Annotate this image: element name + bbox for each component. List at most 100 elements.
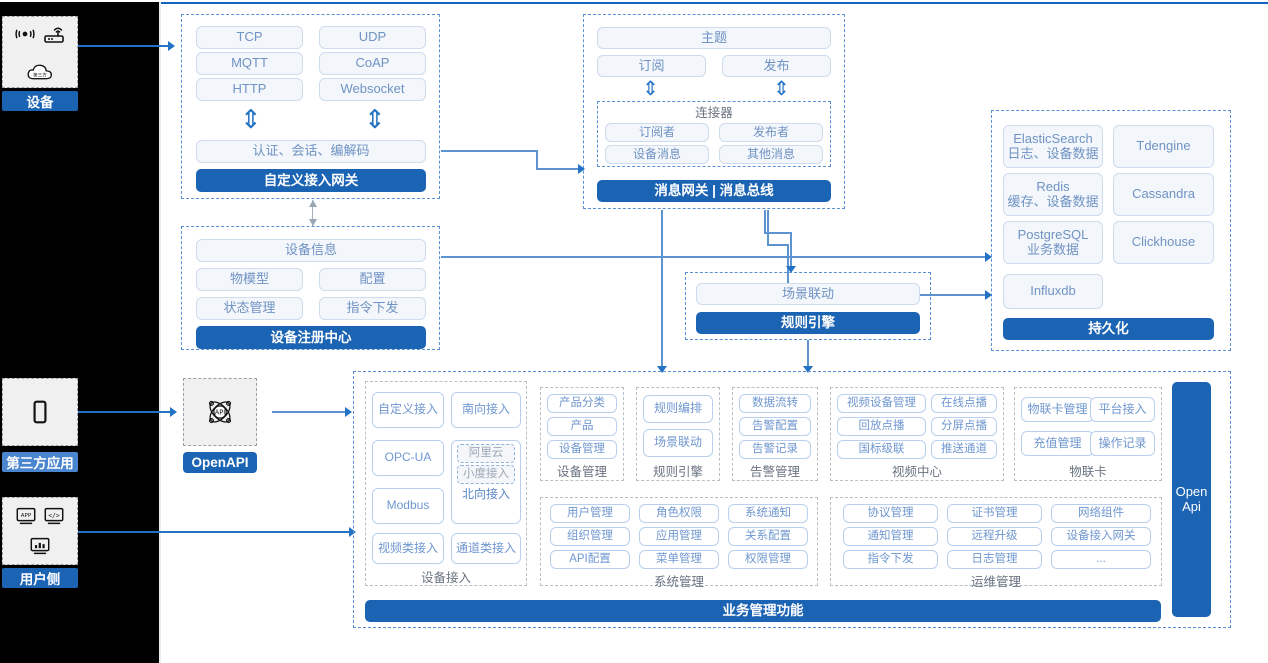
store-chip-cassandra[interactable]: Cassandra	[1113, 173, 1214, 216]
publish-chip[interactable]: 发布	[722, 55, 831, 77]
protocol-chip-tcp[interactable]: TCP	[196, 26, 303, 49]
rule-engine-footer-bar[interactable]: 规则引擎	[696, 312, 920, 334]
store-chip-postgresql[interactable]: PostgreSQL 业务数据	[1003, 221, 1103, 264]
persistence-footer-bar[interactable]: 持久化	[1003, 318, 1214, 340]
device-access-chip-xiaodu[interactable]: 小度接入	[457, 465, 515, 484]
business-footer-bar[interactable]: 业务管理功能	[365, 600, 1161, 622]
rule-engine-group	[685, 272, 931, 340]
rule-engine-chip-scene[interactable]: 场景联动	[643, 429, 713, 457]
store-chip-redis[interactable]: Redis 缓存、设备数据	[1003, 173, 1103, 216]
protocol-chip-coap[interactable]: CoAP	[319, 52, 426, 75]
device-access-chip-channel[interactable]: 通道类接入	[451, 533, 521, 564]
store-chip-clickhouse[interactable]: Clickhouse	[1113, 221, 1214, 264]
iot-card-chip-management[interactable]: 物联卡管理	[1021, 397, 1094, 422]
connector-chip-device-message[interactable]: 设备消息	[605, 145, 709, 164]
connector-chip-subscriber[interactable]: 订阅者	[605, 123, 709, 142]
open-api-side-bar[interactable]: Open Api	[1172, 382, 1211, 617]
store-chip-influxdb[interactable]: Influxdb	[1003, 274, 1103, 309]
device-access-chip-aliyun[interactable]: 阿里云	[457, 444, 515, 463]
protocol-chip-udp[interactable]: UDP	[319, 26, 426, 49]
video-chip-push-channel[interactable]: 推送通道	[931, 440, 997, 459]
ops-chip-remote-upgrade[interactable]: 远程升级	[947, 527, 1042, 546]
rule-engine-scene-chip[interactable]: 场景联动	[696, 283, 920, 305]
device-management-chip-product-category[interactable]: 产品分类	[547, 394, 617, 413]
device-access-chip-video[interactable]: 视频类接入	[372, 533, 444, 564]
store-chip-tdengine[interactable]: Tdengine	[1113, 125, 1214, 168]
device-management-chip-product[interactable]: 产品	[547, 417, 617, 436]
registry-chip-command-dispatch[interactable]: 指令下发	[319, 297, 426, 320]
ops-chip-more[interactable]: ...	[1051, 550, 1151, 569]
line-gateway-to-bus-v	[536, 150, 538, 170]
connector-chip-publisher[interactable]: 发布者	[719, 123, 823, 142]
message-bus-footer-bar[interactable]: 消息网关 | 消息总线	[597, 180, 831, 202]
device-access-caption: 设备接入	[420, 570, 471, 585]
gateway-middle-chip[interactable]: 认证、会话、编解码	[196, 140, 426, 163]
device-access-northbound-wrapper[interactable]: 阿里云 小度接入 北向接入	[451, 440, 521, 524]
registry-chip-config[interactable]: 配置	[319, 268, 426, 291]
connector-chip-other-message[interactable]: 其他消息	[719, 145, 823, 164]
system-chip-permission-management[interactable]: 权限管理	[728, 550, 808, 569]
video-chip-online-vod[interactable]: 在线点播	[931, 394, 997, 413]
openapi-node-box: API	[183, 378, 257, 446]
ops-management-group	[830, 497, 1162, 586]
video-chip-device-management[interactable]: 视频设备管理	[837, 394, 926, 413]
ops-chip-device-access-gateway[interactable]: 设备接入网关	[1051, 527, 1151, 546]
app-window-icon: APP	[16, 507, 36, 525]
alarm-chip-record[interactable]: 告警记录	[739, 440, 811, 459]
video-chip-gb-cascade[interactable]: 国标级联	[837, 440, 926, 459]
arrow-head-registry-to-persistence	[985, 252, 992, 262]
iot-card-chip-recharge[interactable]: 充值管理	[1021, 431, 1094, 456]
system-chip-menu-management[interactable]: 菜单管理	[639, 550, 719, 569]
updown-arrow-subscribe: ⇕	[642, 78, 659, 100]
subscribe-chip[interactable]: 订阅	[597, 55, 706, 77]
ops-chip-certificate-management[interactable]: 证书管理	[947, 504, 1042, 523]
system-management-caption: 系统管理	[653, 574, 704, 589]
svg-text:</>: </>	[48, 511, 60, 519]
video-chip-split-screen[interactable]: 分屏点播	[931, 417, 997, 436]
rule-engine-chip-orchestration[interactable]: 规则编排	[643, 395, 713, 423]
system-chip-role-permission[interactable]: 角色权限	[639, 504, 719, 523]
gateway-footer-bar[interactable]: 自定义接入网关	[196, 169, 426, 192]
registry-header-chip[interactable]: 设备信息	[196, 239, 426, 262]
alarm-chip-config[interactable]: 告警配置	[739, 417, 811, 436]
registry-chip-thing-model[interactable]: 物模型	[196, 268, 303, 291]
registry-footer-bar[interactable]: 设备注册中心	[196, 326, 426, 349]
ops-chip-log-management[interactable]: 日志管理	[947, 550, 1042, 569]
line-rule-to-business-v	[807, 340, 809, 370]
iot-card-chip-operation-log[interactable]: 操作记录	[1090, 431, 1155, 456]
rule-engine-bottom-group	[636, 387, 720, 481]
system-chip-org-management[interactable]: 组织管理	[550, 527, 630, 546]
system-chip-api-config[interactable]: API配置	[550, 550, 630, 569]
store-chip-elasticsearch[interactable]: ElasticSearch 日志、设备数据	[1003, 125, 1103, 168]
system-chip-app-management[interactable]: 应用管理	[639, 527, 719, 546]
topic-chip[interactable]: 主题	[597, 27, 831, 49]
ops-chip-notice-management[interactable]: 通知管理	[843, 527, 938, 546]
iot-card-caption: 物联卡	[1069, 464, 1107, 479]
device-access-northbound-label: 北向接入	[461, 487, 510, 501]
ops-chip-command-dispatch[interactable]: 指令下发	[843, 550, 938, 569]
system-chip-relation-config[interactable]: 关系配置	[728, 527, 808, 546]
device-access-chip-custom[interactable]: 自定义接入	[372, 392, 444, 428]
device-access-chip-southbound[interactable]: 南向接入	[451, 392, 521, 428]
device-access-chip-modbus[interactable]: Modbus	[372, 488, 444, 524]
system-chip-user-management[interactable]: 用户管理	[550, 504, 630, 523]
video-center-group	[830, 387, 1004, 481]
protocol-chip-websocket[interactable]: Websocket	[319, 78, 426, 101]
line-bus-to-rule-v2	[790, 232, 792, 270]
ops-chip-protocol-management[interactable]: 协议管理	[843, 504, 938, 523]
system-chip-system-notice[interactable]: 系统通知	[728, 504, 808, 523]
openapi-node-label: OpenAPI	[183, 452, 257, 473]
registry-chip-state-management[interactable]: 状态管理	[196, 297, 303, 320]
dashboard-chart-icon	[30, 537, 50, 555]
connector-title: 连接器	[695, 106, 733, 120]
ops-chip-network-component[interactable]: 网络组件	[1051, 504, 1151, 523]
device-management-chip-device[interactable]: 设备管理	[547, 440, 617, 459]
protocol-chip-mqtt[interactable]: MQTT	[196, 52, 303, 75]
device-source-box: 第三方	[2, 16, 78, 88]
protocol-chip-http[interactable]: HTTP	[196, 78, 303, 101]
device-access-chip-opcua[interactable]: OPC-UA	[372, 440, 444, 476]
iot-card-chip-platform-access[interactable]: 平台接入	[1090, 397, 1155, 422]
arrow-line-device-to-gateway	[78, 45, 170, 47]
video-chip-playback[interactable]: 回放点播	[837, 417, 926, 436]
alarm-chip-data-flow[interactable]: 数据流转	[739, 394, 811, 413]
